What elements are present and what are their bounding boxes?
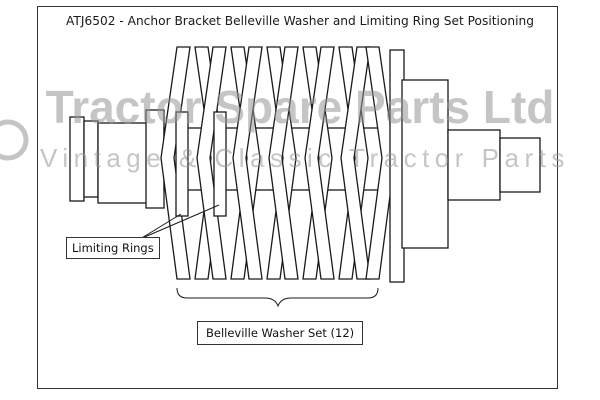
limiting-rings <box>175 111 227 217</box>
limiting-ring <box>175 111 189 217</box>
leader-line <box>139 204 220 240</box>
washer <box>304 46 335 280</box>
limiting-ring <box>213 111 227 217</box>
belleville-washer-set <box>160 46 396 280</box>
washer <box>232 46 263 280</box>
leader-line <box>139 213 182 240</box>
limiting-rings-label: Limiting Rings <box>66 237 160 259</box>
washer-set-label: Belleville Washer Set (12) <box>197 321 364 345</box>
washer <box>268 46 299 280</box>
shaft-right-end <box>499 137 541 193</box>
diagram-border <box>37 6 558 389</box>
washer <box>160 46 191 280</box>
washer-set-brace <box>176 287 379 308</box>
washer <box>365 46 396 280</box>
right-flange <box>401 79 449 249</box>
watermark-company-name: Tractor Spare Parts Ltd <box>45 81 555 133</box>
shaft-right-body <box>447 129 501 201</box>
diagram-title: ATJ6502 - Anchor Bracket Belleville Wash… <box>66 14 534 28</box>
watermark-logo <box>0 119 29 161</box>
watermark-tagline: Vintage & Classic Tractor Parts <box>40 143 570 173</box>
washer <box>196 46 227 280</box>
